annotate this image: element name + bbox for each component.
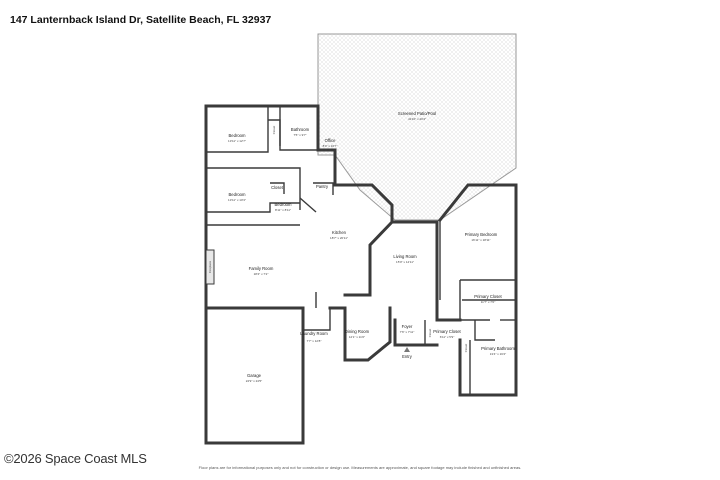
dining-room-dim: 12'1" x 11'0" [349,335,365,339]
laundry-label: Laundry Room [300,331,328,336]
primary-closet-label: Primary Closet [474,294,502,299]
primary-bedroom-dim: 16'11" x 18'11" [471,238,490,242]
disclaimer-note: Floor plans are for informational purpos… [198,465,522,470]
bathroom-label: Bathroom [291,127,310,132]
primary-closet2-label: Primary Closet [433,329,461,334]
closet3-label: Closet [428,329,432,338]
patio-dim: 41'10" x 40'4" [408,117,426,121]
office-label: Office [325,138,337,143]
copyright-watermark: ©2026 Space Coast MLS [4,451,147,466]
bathroom-dim: 7'5" x 9'7" [293,133,306,137]
primary-bathroom-label: Primary Bathroom [481,346,515,351]
bedroom2-label: Bedroom [229,192,247,197]
entry-arrow-icon [404,347,410,352]
primary-closet2-dim: 6'11" x 5'9" [440,335,455,339]
laundry-dim: 7'7" x 12'8" [307,339,322,343]
patio-area [317,33,517,221]
patio-label: Screened Patio/Pool [398,111,436,116]
closet4-label: Closet [464,344,468,353]
bedroom1-dim: 13'11" x 12'7" [228,139,246,143]
bedroom2-dim: 13'11" x 10'3" [228,198,246,202]
garage-label: Garage [247,373,262,378]
bedroom1-label: Bedroom [229,133,247,138]
fireplace: Fireplace [205,249,215,285]
foyer-label: Foyer [402,324,413,329]
closet2-label: Closet [271,185,284,190]
family-room-label: Family Room [249,266,274,271]
entry-label: Entry [402,354,413,359]
interior-walls [206,106,516,395]
primary-bathroom-dim: 13'4" x 16'2" [490,352,506,356]
kitchen-label: Kitchen [332,230,347,235]
living-room-dim: 15'0" x 14'11" [396,260,414,264]
page-title: 147 Lanternback Island Dr, Satellite Bea… [10,14,272,26]
living-room-label: Living Room [393,254,417,259]
pantry-label: Pantry [316,184,329,189]
primary-closet-dim: 11'7" x 7'0" [481,300,496,304]
primary-bedroom-label: Primary Bedroom [465,232,498,237]
family-room-dim: 18'4" x 7'2" [254,272,269,276]
bedroom3-dim: 8'11" x 8'11" [275,208,291,212]
fireplace-label: Fireplace [208,261,212,274]
closet1-label: Closet [272,126,276,135]
dining-room-label: Dining Room [345,329,370,334]
room-labels: Screened Patio/Pool 41'10" x 40'4" Bedro… [228,111,515,383]
office-dim: 8'4" x 16'7" [323,144,338,148]
bedroom3-label: Bedroom [275,202,293,207]
garage-dim: 24'9" x 24'5" [246,379,262,383]
kitchen-dim: 18'7" x 20'11" [330,236,348,240]
foyer-dim: 7'6" x 7'11" [400,330,415,334]
